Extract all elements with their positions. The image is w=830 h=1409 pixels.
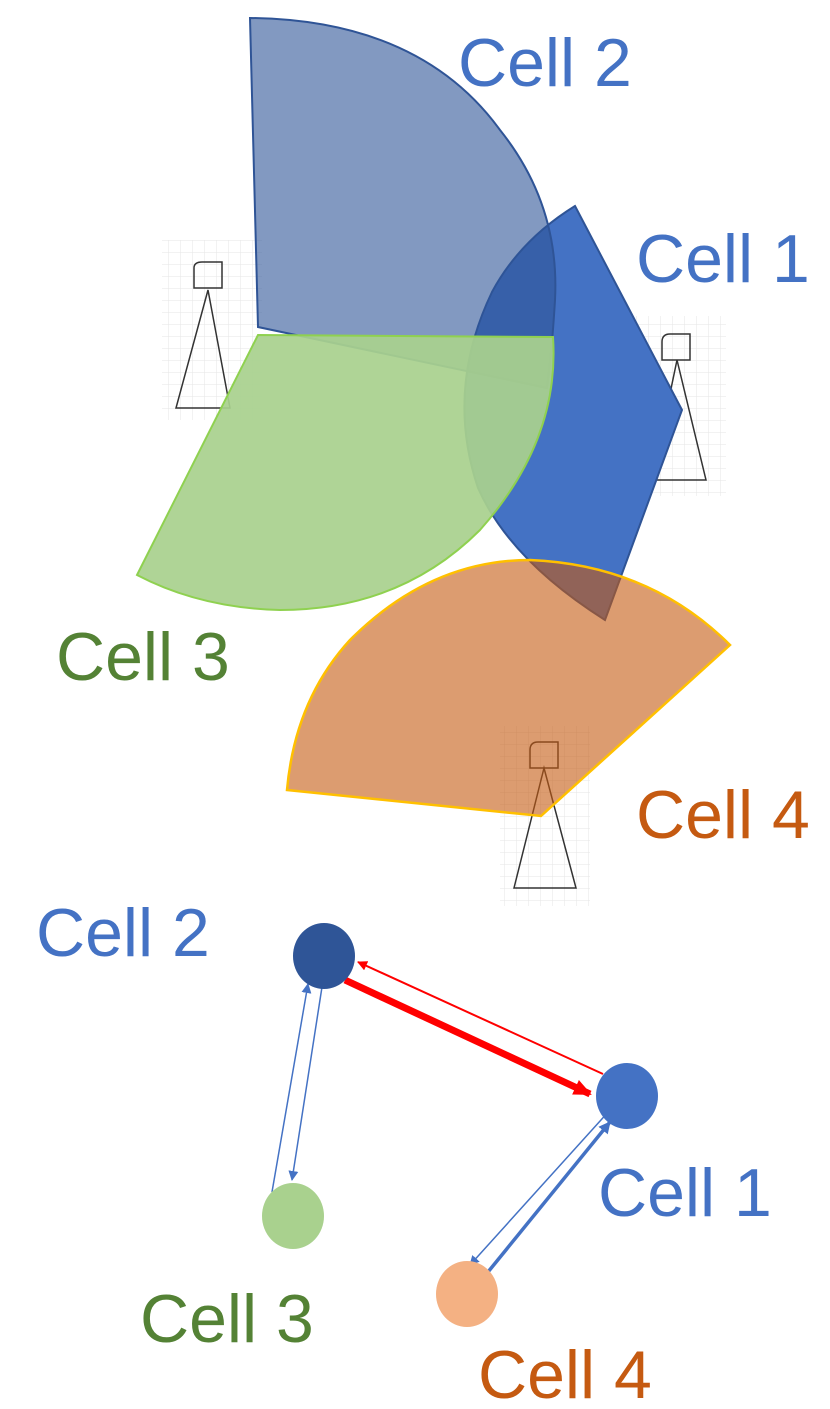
coverage-cell4 bbox=[285, 558, 732, 818]
node-cell2 bbox=[293, 923, 355, 989]
graph-label-cell3: Cell 3 bbox=[140, 1281, 314, 1357]
coverage-label-cell2: Cell 2 bbox=[458, 25, 632, 101]
graph-label-cell1: Cell 1 bbox=[598, 1155, 772, 1231]
edge-cell2-to-cell1 bbox=[343, 976, 592, 1098]
coverage-label-cell4: Cell 4 bbox=[636, 777, 810, 853]
base-station-tower-icon bbox=[175, 261, 231, 409]
edge-cell1-to-cell4 bbox=[469, 1109, 611, 1266]
node-cell3 bbox=[262, 1183, 324, 1249]
node-cell1 bbox=[596, 1063, 658, 1129]
graph-label-cell2: Cell 2 bbox=[36, 895, 210, 971]
coverage-label-cell1: Cell 1 bbox=[636, 221, 810, 297]
coverage-label-cell3: Cell 3 bbox=[56, 619, 230, 695]
interference-graph bbox=[262, 923, 658, 1327]
coverage-cell3 bbox=[135, 333, 555, 612]
edge-cell4-to-cell1 bbox=[486, 1120, 612, 1274]
node-cell4 bbox=[436, 1261, 498, 1327]
edge-cell3-to-cell2 bbox=[271, 983, 312, 1193]
edge-cell2-to-cell3 bbox=[288, 986, 323, 1181]
edge-cell1-to-cell2 bbox=[357, 961, 604, 1075]
graph-label-cell4: Cell 4 bbox=[478, 1337, 652, 1409]
tower-cell2 bbox=[162, 240, 262, 420]
